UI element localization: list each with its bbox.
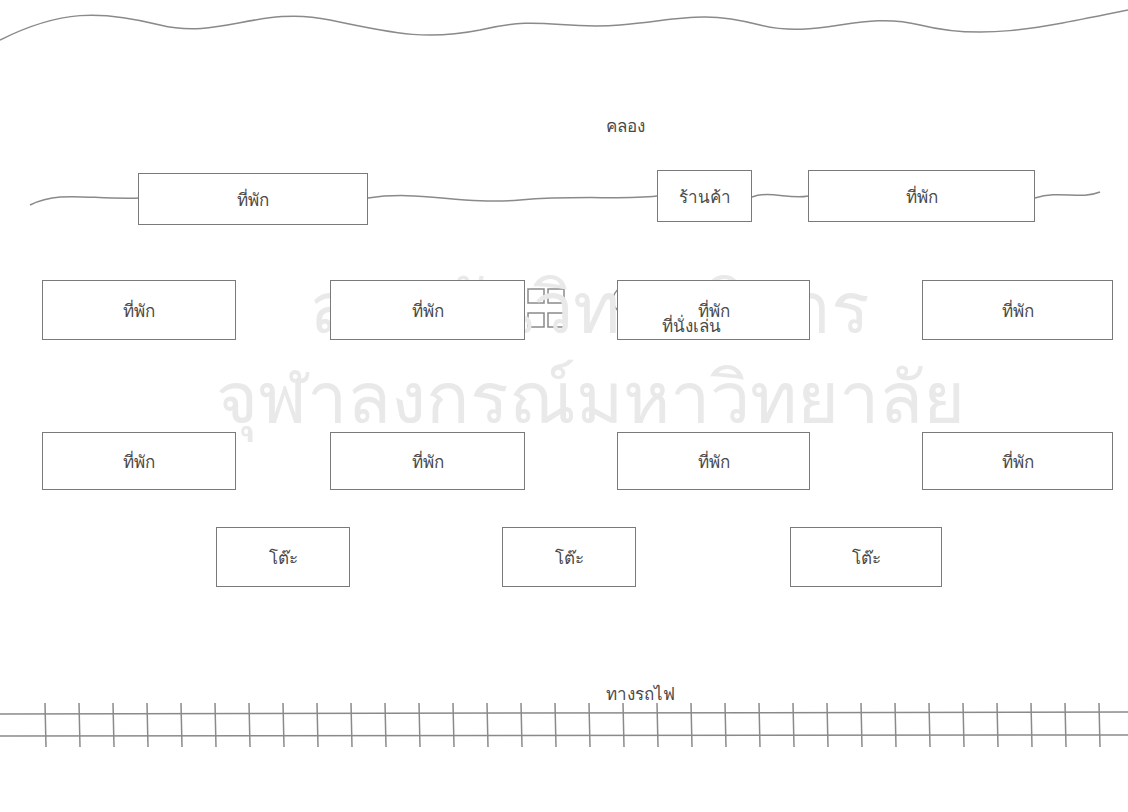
- box-label: ที่พัก: [698, 448, 730, 475]
- area-label: คลอง: [606, 112, 645, 139]
- box-label: ที่พัก: [412, 448, 444, 475]
- box-label: ร้านค้า: [679, 183, 731, 210]
- box-label: ที่พัก: [237, 186, 269, 213]
- building-box: ที่พัก: [922, 280, 1113, 340]
- box-label: ที่พัก: [123, 448, 155, 475]
- building-box: ที่พัก: [617, 432, 810, 490]
- box-label: ที่พัก: [1002, 448, 1034, 475]
- building-box: ที่พัก: [922, 432, 1113, 490]
- box-label: โต๊ะ: [852, 544, 881, 571]
- box-label: ที่พัก: [1002, 297, 1034, 324]
- area-label: ทางรถไฟ: [606, 680, 675, 707]
- box-label: ที่พัก: [906, 183, 938, 210]
- area-label: ที่นั่งเล่น: [662, 312, 721, 339]
- watermark: จุฬาลงกรณ์มหาวิทยาลัย: [216, 340, 965, 455]
- building-box: โต๊ะ: [502, 527, 636, 587]
- building-box: ที่พัก: [330, 432, 525, 490]
- building-box: โต๊ะ: [790, 527, 942, 587]
- box-label: ที่พัก: [412, 297, 444, 324]
- box-label: โต๊ะ: [269, 544, 298, 571]
- building-box: ที่พัก: [42, 280, 236, 340]
- building-box: โต๊ะ: [216, 527, 350, 587]
- canal-bank: [0, 10, 1128, 40]
- building-box: ที่พัก: [808, 170, 1035, 222]
- railway-track: [0, 703, 1128, 747]
- building-box: ที่พัก: [138, 173, 368, 225]
- building-box: ที่พัก: [42, 432, 236, 490]
- building-box: ร้านค้า: [657, 170, 752, 222]
- box-label: ที่พัก: [123, 297, 155, 324]
- building-box: ที่พัก: [330, 280, 525, 340]
- box-label: โต๊ะ: [555, 544, 584, 571]
